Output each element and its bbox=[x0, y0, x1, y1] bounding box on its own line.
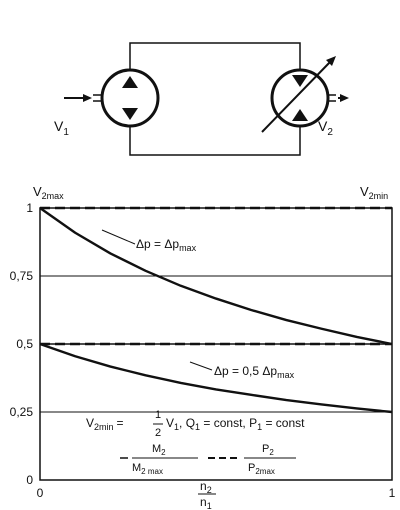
motor-symbol bbox=[261, 56, 336, 133]
y-tick-label-1: 0,25 bbox=[10, 405, 34, 419]
hydraulic-schematic bbox=[64, 42, 349, 156]
svg-text:Δp = Δpmax: Δp = Δpmax bbox=[136, 237, 197, 253]
svg-text:Δp = 0,5 Δpmax: Δp = 0,5 Δpmax bbox=[214, 364, 295, 380]
variable-displacement-arrow bbox=[261, 60, 332, 133]
top-right-label: V2min bbox=[360, 184, 388, 201]
series-line-0 bbox=[39, 207, 393, 346]
legend-item-dashed: P2 P2max bbox=[208, 443, 296, 476]
svg-text:P2: P2 bbox=[262, 443, 274, 457]
annotation-half: Δp = 0,5 Δpmax bbox=[189, 361, 295, 380]
svg-text:n2: n2 bbox=[200, 479, 212, 495]
motor-output-arrow bbox=[328, 94, 349, 102]
y-tick-label-3: 0,75 bbox=[10, 269, 34, 283]
annotation-max: Δp = Δpmax bbox=[101, 229, 197, 253]
svg-text:M2: M2 bbox=[152, 443, 166, 457]
y-tick-labels: 0 0,25 0,5 0,75 1 bbox=[10, 201, 34, 487]
series-line-1 bbox=[39, 342, 393, 414]
svg-text:M2 max: M2 max bbox=[132, 462, 163, 476]
x-tick-label-1: 1 bbox=[389, 486, 396, 500]
svg-text:n1: n1 bbox=[200, 495, 212, 510]
x-tick-label-0: 0 bbox=[37, 486, 44, 500]
plot-frame bbox=[39, 207, 393, 481]
series-layer bbox=[39, 206, 393, 414]
motor-label: V2 bbox=[318, 118, 333, 138]
pump-label: V1 bbox=[54, 118, 69, 138]
pump-symbol bbox=[100, 68, 160, 128]
y-tick-label-0: 0 bbox=[26, 473, 33, 487]
svg-text:P2max: P2max bbox=[248, 462, 275, 476]
connecting-lines bbox=[129, 42, 301, 156]
y-tick-label-4: 1 bbox=[26, 201, 33, 215]
pump-input-arrow bbox=[64, 94, 101, 102]
legend-item-solid: M2 M2 max bbox=[120, 443, 198, 476]
y-tick-label-2: 0,5 bbox=[16, 337, 33, 351]
top-left-label: V2max bbox=[33, 184, 64, 201]
x-axis-label: n2 n1 bbox=[198, 479, 216, 510]
chart-formula: V2min= 1 2 V1, Q1 = const, P1 = const bbox=[86, 407, 305, 439]
